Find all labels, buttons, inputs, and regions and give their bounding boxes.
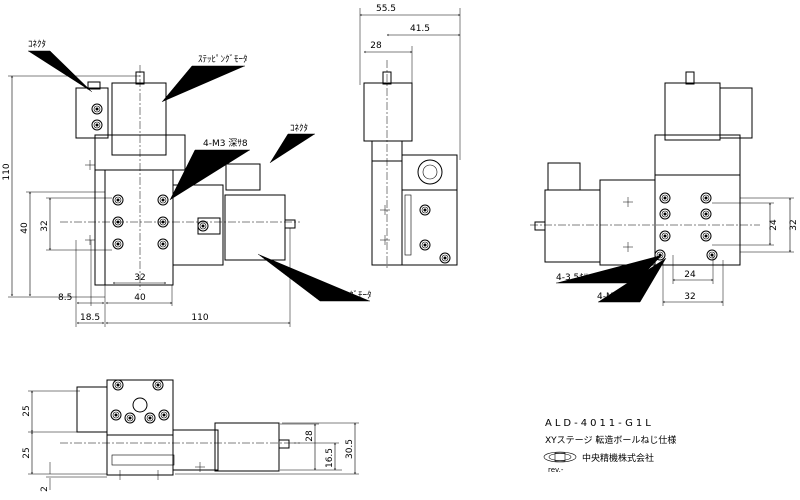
bottom-motor: [214, 422, 280, 472]
dim-bottom-upper: 25: [22, 405, 32, 416]
connector-body: [75, 87, 109, 139]
bottom-connector: [76, 386, 108, 433]
dim-overall-height: 110: [2, 163, 12, 180]
dim-rear-pitch-h-outer: 32: [684, 292, 695, 302]
company-name: 中央精機株式会社: [582, 452, 654, 464]
dim-offset-small: 8.5: [58, 293, 72, 303]
title-block: ALD-4011-G1L XYステージ 転造ボールねじ仕様 中央精機株式会社 r…: [543, 418, 676, 474]
rear-view: 24 32 24 32 4-3.5ｷﾘ,6深ｻﾞｸﾞﾘ 4-M3 深ｻ6: [530, 71, 799, 306]
dim-rear-pitch-v-inner: 24: [769, 219, 779, 231]
company-logo: [543, 451, 577, 463]
dim-bottom-lower: 25: [22, 447, 32, 458]
model-number: ALD-4011-G1L: [545, 418, 654, 429]
dim-side-motor-offset: 41.5: [410, 24, 430, 34]
rear-motor: [664, 82, 721, 141]
label-motor-top: ｽﾃｯﾋﾟﾝｸﾞﾓｰﾀ: [198, 54, 248, 65]
dim-rear-pitch-h-inner: 24: [684, 270, 696, 280]
front-view: 110 40 32 32 40 8.5 18.5 110 ｺﾈｸﾀ ｽﾃｯﾋﾟﾝ…: [2, 39, 372, 327]
label-connector-right: ｺﾈｸﾀ: [290, 123, 308, 134]
rear-side-motor: [544, 189, 601, 263]
stepping-motor-right: [224, 194, 286, 261]
dim-rear-pitch-v-outer: 32: [789, 219, 799, 230]
dim-hole-pitch-v: 32: [40, 220, 50, 231]
side-view: 55.5 41.5 28: [360, 4, 460, 270]
side-motor: [363, 82, 413, 142]
connector-right: [225, 163, 261, 191]
rear-connector: [719, 87, 753, 139]
bottom-view: 25 25 2 28 16.5 30.5: [22, 379, 359, 492]
dim-overall-width: 110: [191, 313, 208, 323]
label-connector-top: ｺﾈｸﾀ: [28, 39, 46, 50]
dim-table-width: 40: [134, 293, 146, 303]
label-rear-tapped-holes: 4-M3 深ｻ6: [597, 291, 642, 302]
dim-bottom-motor-height: 28: [305, 430, 315, 442]
label-motor-right: ｽﾃｯﾋﾟﾝｸﾞﾓｰﾀ: [322, 290, 372, 301]
revision: rev.-: [548, 466, 564, 474]
dim-bottom-base: 2: [40, 486, 50, 492]
dim-side-motor-width: 28: [370, 41, 382, 51]
label-tapped-holes: 4-M3 深ｻ8: [203, 138, 248, 149]
drawing-description: XYステージ 転造ボールねじ仕様: [545, 434, 676, 446]
stepping-motor-top: [111, 82, 167, 156]
dim-side-overall: 55.5: [376, 4, 396, 14]
stage-table: [104, 169, 174, 286]
dim-hole-pitch-h: 32: [134, 273, 145, 283]
label-counterbore: 4-3.5ｷﾘ,6深ｻﾞｸﾞﾘ: [556, 272, 628, 283]
dim-table-height: 40: [20, 222, 30, 234]
dim-bottom-shaft-height: 16.5: [325, 448, 335, 468]
dim-offset-large: 18.5: [80, 313, 100, 323]
dim-bottom-motor-total: 30.5: [345, 439, 355, 459]
